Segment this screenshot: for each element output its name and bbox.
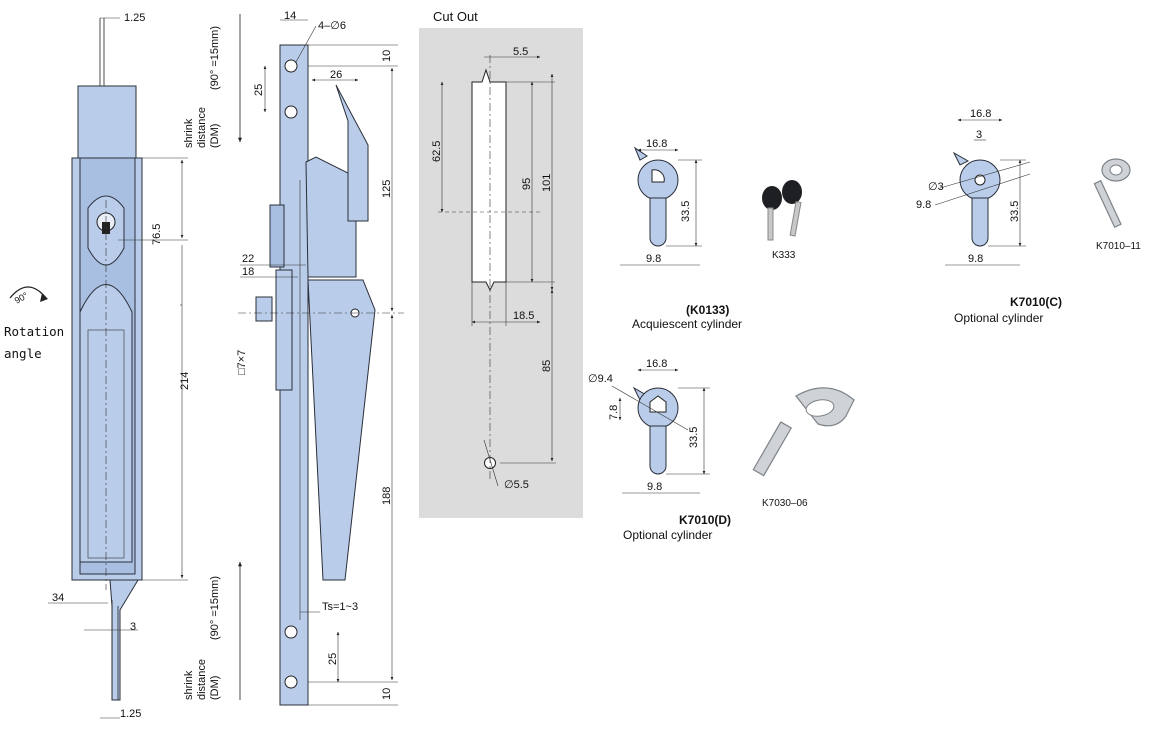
side-latch xyxy=(335,84,369,222)
svg-text:shrink: shrink xyxy=(183,670,195,700)
dim-k7010c-16-8: 16.8 xyxy=(970,108,991,120)
dim-side-10-top: 10 xyxy=(381,50,393,62)
svg-text:shrink: shrink xyxy=(183,118,195,148)
front-view xyxy=(71,18,143,701)
svg-text:(DM): (DM) xyxy=(209,676,221,700)
side-dimensions: 14 4–∅6 10 25 26 125 22 18 □7×7 188 Ts=1… xyxy=(236,10,398,706)
side-hole-4 xyxy=(284,675,298,689)
side-handle xyxy=(307,279,376,581)
dim-k7010c-33-5: 33.5 xyxy=(1009,201,1021,222)
k333-code: K333 xyxy=(772,250,796,261)
dim-side-18: 18 xyxy=(242,266,254,278)
cylinder-k7010d: 16.8 ∅9.4 7.8 33.5 9.8 K7010(D) Optional… xyxy=(588,358,731,542)
dim-side-188: 188 xyxy=(381,487,393,505)
rotation-label-line1: Rotation xyxy=(4,324,64,339)
key-k7030-06: K7030–06 xyxy=(752,387,855,509)
key-k7010-11: K7010–11 xyxy=(1093,158,1141,252)
svg-text:distance: distance xyxy=(196,107,208,148)
dim-cut-18-5: 18.5 xyxy=(513,310,534,322)
k7010-11-code: K7010–11 xyxy=(1096,241,1141,252)
dim-k0133-16-8: 16.8 xyxy=(646,138,667,150)
side-cylinder-stub xyxy=(255,296,273,322)
k0133-code: (K0133) xyxy=(686,303,729,317)
shrink-distance-bottom: shrink distance (DM) (90° =15mm) xyxy=(183,561,242,700)
dim-k7010d-7-8: 7.8 xyxy=(608,405,620,420)
svg-text:distance: distance xyxy=(196,659,208,700)
k7030-06-code: K7030–06 xyxy=(762,498,808,509)
dim-front-1-25-bottom: 1.25 xyxy=(120,708,141,720)
rotation-label-line2: angle xyxy=(4,346,42,361)
dim-k7010d-9-8: 9.8 xyxy=(647,481,662,493)
dim-front-76-5: 76.5 xyxy=(151,224,163,245)
side-lock-body xyxy=(305,156,357,278)
dim-cut-85: 85 xyxy=(541,360,553,372)
dim-side-10-bottom: 10 xyxy=(381,688,393,700)
dim-k7010c-3: 3 xyxy=(976,129,982,141)
dim-k7010c-hole: ∅3 xyxy=(928,181,944,193)
cutout-panel: Cut Out 5.5 62.5 95 101 18.5 85 ∅5.5 xyxy=(419,9,583,518)
svg-text:(90° =15mm): (90° =15mm) xyxy=(209,26,221,90)
dim-side-25-bottom: 25 xyxy=(327,653,339,665)
side-hole-3 xyxy=(284,625,298,639)
side-hole-1 xyxy=(284,59,298,73)
dim-side-26: 26 xyxy=(330,69,342,81)
k7010d-code: K7010(D) xyxy=(679,513,731,527)
dim-side-square: □7×7 xyxy=(236,350,248,375)
dim-side-ts: Ts=1~3 xyxy=(322,601,358,613)
dim-k0133-9-8: 9.8 xyxy=(646,253,661,265)
dim-k7010d-33-5: 33.5 xyxy=(688,427,700,448)
cutout-slot xyxy=(471,68,507,292)
dim-cut-62-5: 62.5 xyxy=(431,141,443,162)
k7010d-cylinder-body xyxy=(649,425,667,475)
k333-key-icon xyxy=(762,186,782,210)
k0133-cylinder-body xyxy=(649,197,667,247)
k7010c-desc: Optional cylinder xyxy=(954,311,1043,325)
dim-k7010d-hole: ∅9.4 xyxy=(588,373,613,385)
dim-front-34: 34 xyxy=(52,592,64,604)
dim-cut-95: 95 xyxy=(521,178,533,190)
rotation-indicator: 90° Rotation angle xyxy=(4,286,64,361)
front-dimensions: 1.25 76.5 214 34 3 1.25 xyxy=(48,12,191,720)
dim-side-4-holes: 4–∅6 xyxy=(318,20,346,32)
shrink-distance-top: shrink distance (DM) (90° =15mm) xyxy=(183,14,242,148)
dim-side-14: 14 xyxy=(284,10,296,22)
k7010c-code: K7010(C) xyxy=(1010,295,1062,309)
svg-text:(DM): (DM) xyxy=(209,124,221,148)
key-k333: K333 xyxy=(762,180,802,261)
k7010c-cylinder-body xyxy=(971,197,989,247)
front-handle xyxy=(79,284,133,563)
cylinder-k0133: 16.8 33.5 9.8 (K0133) Acquiescent cylind… xyxy=(620,138,742,331)
front-head xyxy=(77,85,137,159)
dim-side-125: 125 xyxy=(381,180,393,198)
k0133-desc: Acquiescent cylinder xyxy=(632,317,742,331)
svg-text:(90° =15mm): (90° =15mm) xyxy=(209,576,221,640)
dim-side-22: 22 xyxy=(242,253,254,265)
side-hole-2 xyxy=(284,105,298,119)
dim-cut-101: 101 xyxy=(541,174,553,192)
dim-front-3: 3 xyxy=(130,621,136,633)
dim-side-25-top: 25 xyxy=(253,84,265,96)
dim-cut-5-5: 5.5 xyxy=(513,46,528,58)
dim-front-214: 214 xyxy=(179,372,191,390)
dim-k7010c-9-8-left: 9.8 xyxy=(916,199,931,211)
dim-k7010c-9-8-bottom: 9.8 xyxy=(968,253,983,265)
dim-cut-hole: ∅5.5 xyxy=(504,479,529,491)
k7010d-desc: Optional cylinder xyxy=(623,528,712,542)
dim-k0133-33-5: 33.5 xyxy=(680,201,692,222)
dim-front-1-25-top: 1.25 xyxy=(124,12,145,24)
front-bottom-rod xyxy=(109,579,139,701)
cutout-title: Cut Out xyxy=(433,9,478,24)
cylinder-k7010c: 16.8 3 ∅3 9.8 33.5 9.8 K7010(C) Optional… xyxy=(916,108,1062,325)
side-view xyxy=(238,44,404,706)
dim-k7010d-16-8: 16.8 xyxy=(646,358,667,370)
